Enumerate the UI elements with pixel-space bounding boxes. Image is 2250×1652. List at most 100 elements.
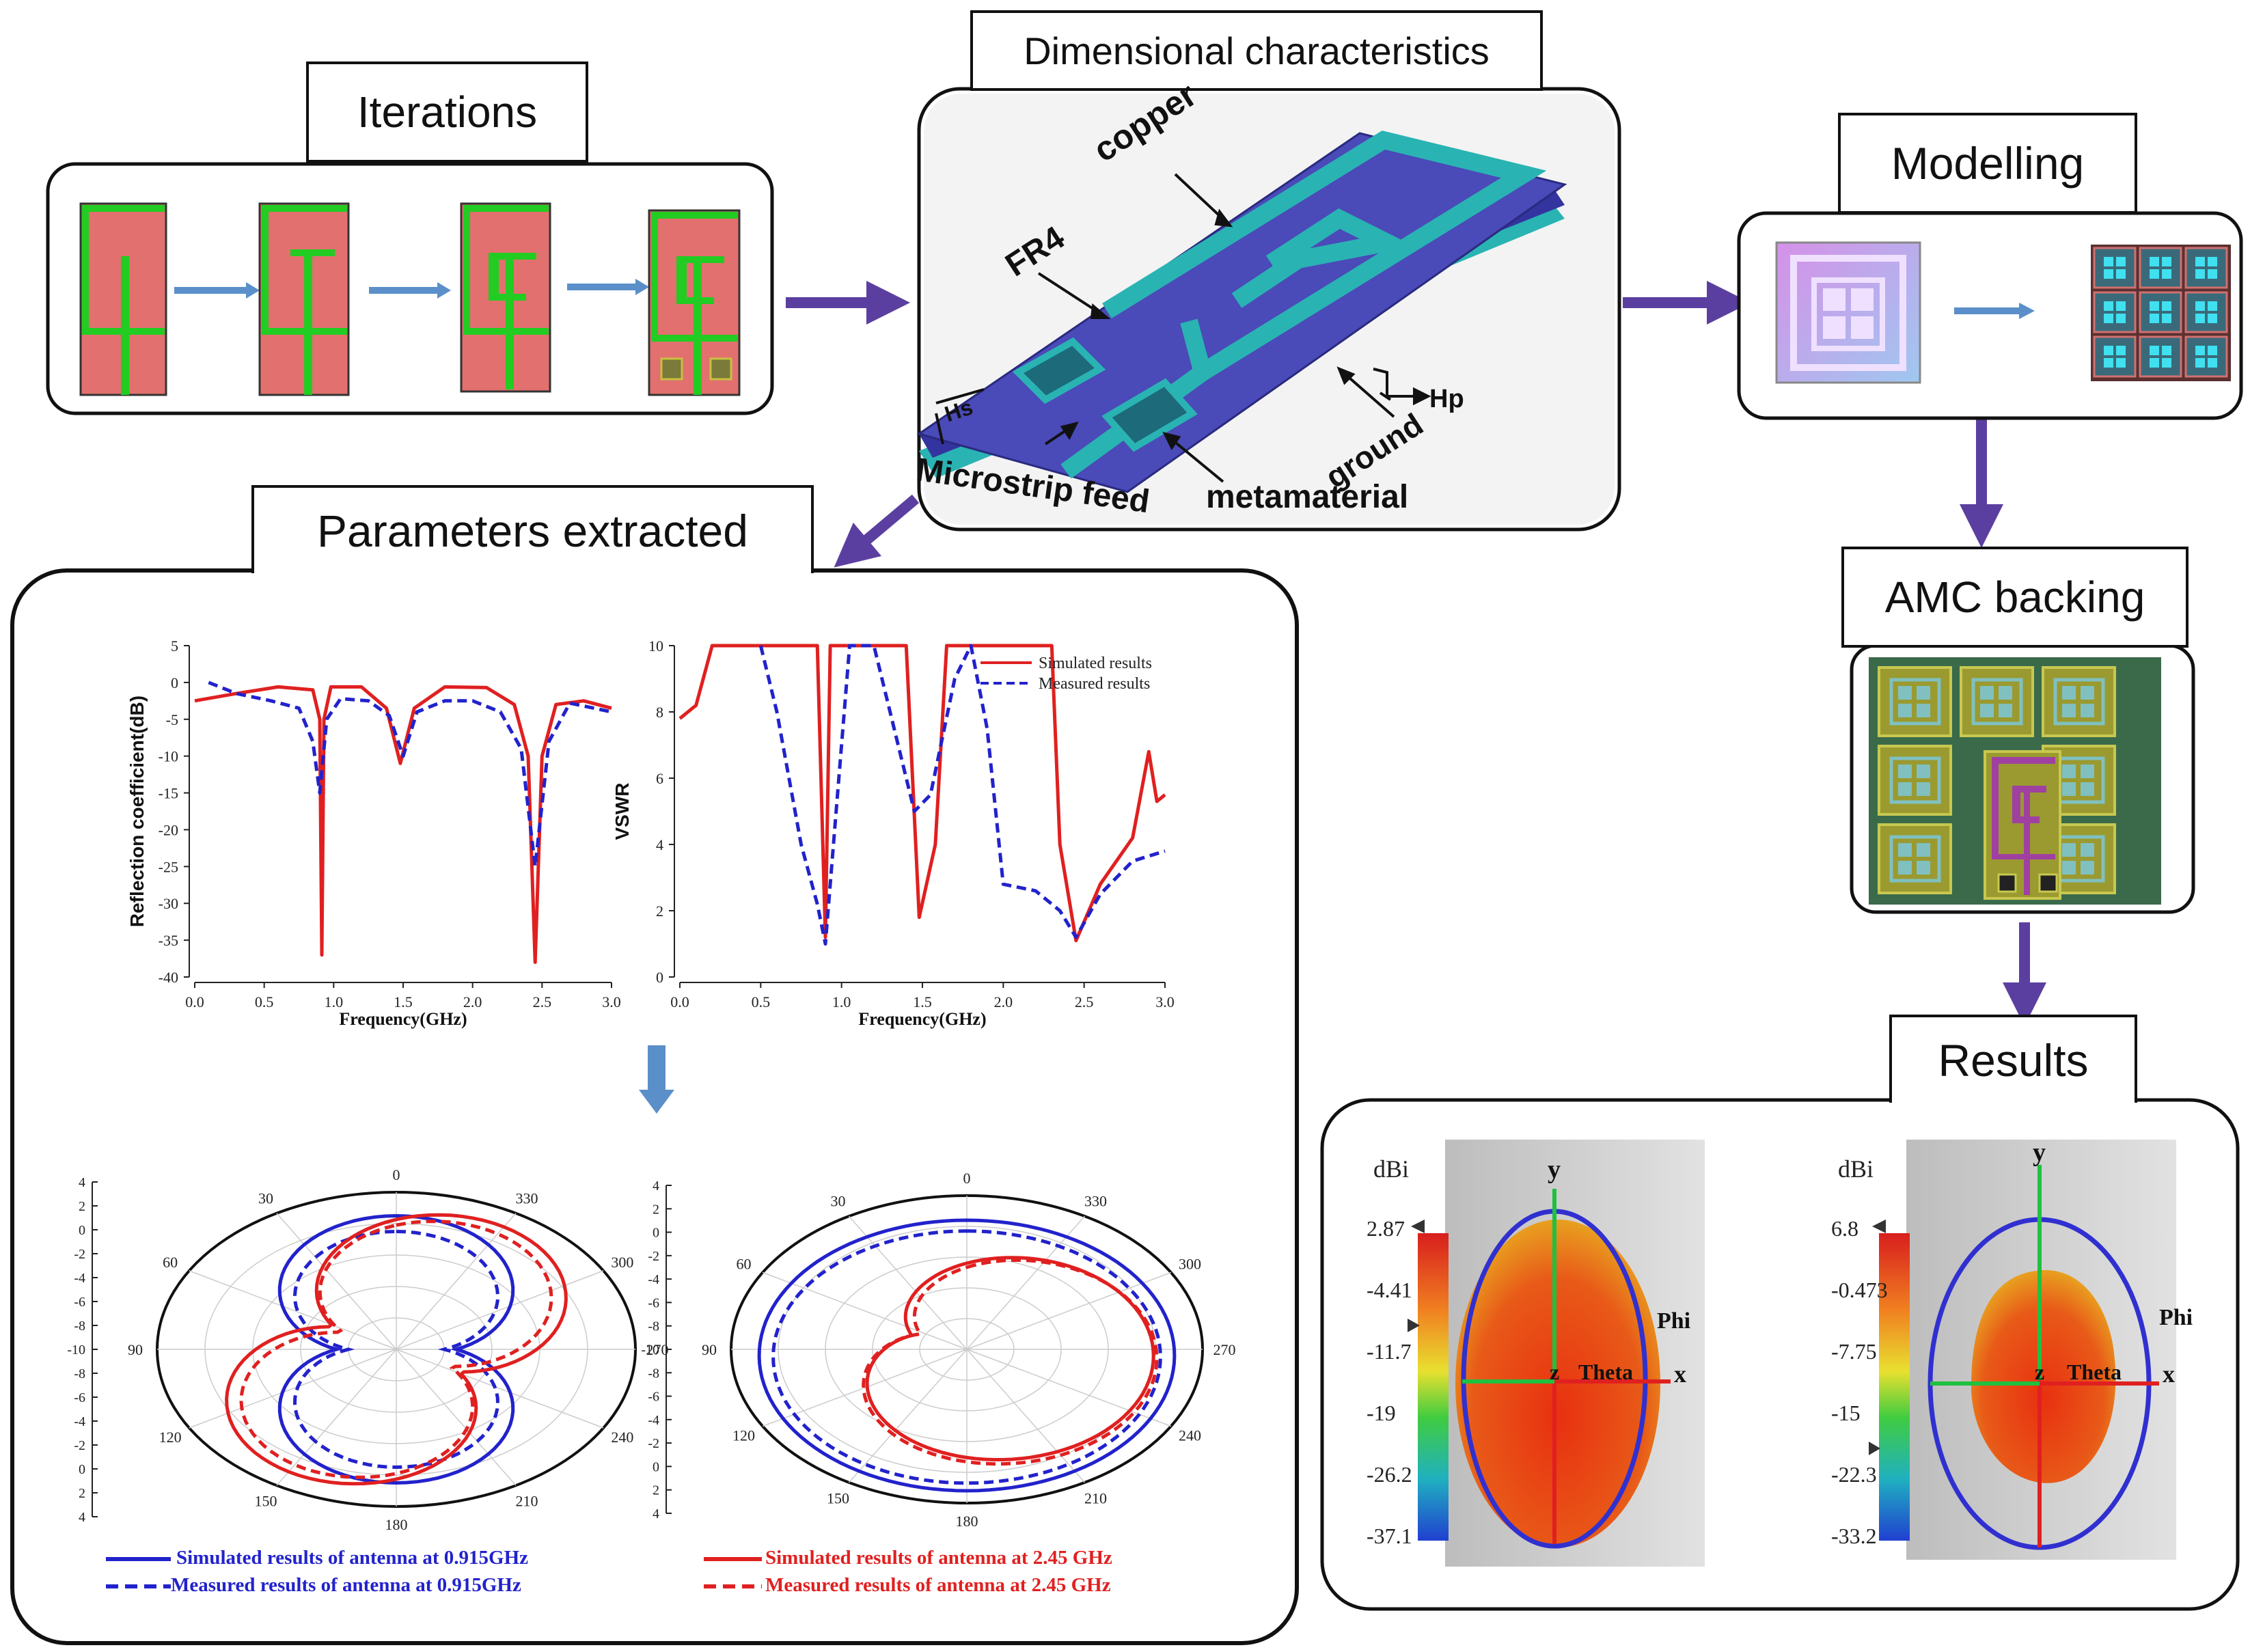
polar-spoke xyxy=(966,1215,1086,1350)
y-axis-label: VSWR xyxy=(612,783,633,840)
scale-label: -19 xyxy=(1367,1401,1396,1425)
legend-sim-0915: Simulated results of antenna at 0.915GHz xyxy=(176,1547,529,1569)
axis-x-left: x xyxy=(1674,1360,1686,1388)
polar-r-label: -6 xyxy=(74,1295,85,1310)
iteration-stage-1 xyxy=(79,202,167,396)
polar-r-label: -4 xyxy=(648,1413,659,1428)
polar-r-label: 4 xyxy=(79,1175,85,1190)
small-arrow-icon xyxy=(369,282,451,299)
polar-angle-label: 0 xyxy=(963,1170,971,1187)
results-title: Results xyxy=(1889,1015,2137,1103)
radiation-pattern-right xyxy=(1869,1140,2176,1560)
flow-arrows xyxy=(786,281,2046,1026)
polar-r-label: -4 xyxy=(74,1271,85,1286)
polar-r-label: -2 xyxy=(74,1247,85,1262)
scale-label: -33.2 xyxy=(1831,1524,1877,1548)
color-scale-bar xyxy=(1418,1233,1449,1541)
polar-spoke xyxy=(396,1213,517,1350)
polar-angle-label: 270 xyxy=(1213,1341,1236,1358)
polar-r-label: 2 xyxy=(653,1202,659,1217)
array-cell xyxy=(2139,247,2182,289)
polar-legend-lines xyxy=(106,1557,762,1588)
polar-r-label: 4 xyxy=(79,1510,85,1525)
phi-left: Phi xyxy=(1657,1308,1691,1334)
measured-245-pattern xyxy=(862,1258,1159,1466)
y-tick-label: -35 xyxy=(159,932,178,949)
radiation-pattern-left xyxy=(1408,1140,1705,1567)
flow-arrow-dimensional-to-parameters xyxy=(834,494,920,568)
polar-spoke xyxy=(276,1213,397,1350)
polar-spoke xyxy=(762,1349,968,1427)
polar-r-label: 2 xyxy=(79,1199,85,1214)
y-axis-label: Reflection coefficient(dB) xyxy=(126,696,148,927)
iteration-stage-2 xyxy=(258,202,350,396)
theta-left: Theta xyxy=(1578,1360,1633,1384)
polar-angle-label: 30 xyxy=(831,1193,846,1210)
polar-spoke xyxy=(848,1349,968,1483)
polar-angle-label: 60 xyxy=(163,1254,178,1271)
array-cell xyxy=(2093,247,2137,289)
y-tick-label: 0 xyxy=(656,969,663,986)
polar-angle-label: 300 xyxy=(1179,1256,1201,1273)
y-tick-label: -10 xyxy=(159,748,178,765)
polar-spoke xyxy=(966,1349,1172,1427)
polar-angle-label: 150 xyxy=(827,1489,849,1506)
scale-label: 2.87 xyxy=(1367,1216,1405,1241)
polar-spoke xyxy=(966,1349,1086,1483)
metamaterial-cells xyxy=(1012,337,1198,452)
axis-x-right: x xyxy=(2163,1360,2175,1388)
polar-r-label: 4 xyxy=(653,1506,659,1522)
measured-series-line xyxy=(758,644,1166,946)
amc-cell xyxy=(2042,666,2116,737)
array-cell xyxy=(2139,335,2182,378)
y-tick-label: -20 xyxy=(159,821,178,838)
polar-angle-label: 270 xyxy=(646,1341,669,1358)
polar-r-label: 0 xyxy=(79,1223,85,1238)
y-tick-label: 8 xyxy=(656,704,663,721)
polar-spoke xyxy=(189,1270,397,1350)
x-axis-label: Frequency(GHz) xyxy=(858,1009,986,1029)
polar-r-label: 4 xyxy=(653,1179,659,1194)
amc-array xyxy=(1869,657,2161,905)
axis-z-left: z xyxy=(1550,1360,1560,1384)
polar-r-label: -6 xyxy=(74,1390,85,1405)
small-arrow-icon xyxy=(567,279,649,295)
polar-r-label: -8 xyxy=(74,1319,85,1334)
x-tick-label: 2.5 xyxy=(533,993,552,1010)
array-cell xyxy=(2184,335,2228,378)
modelling-title: Modelling xyxy=(1838,113,2137,214)
small-arrow-icon xyxy=(639,1045,674,1114)
polar-angle-label: 240 xyxy=(1179,1427,1201,1444)
polar-r-label: -2 xyxy=(74,1438,85,1453)
simulated-245-pattern xyxy=(225,1213,568,1486)
phi-right: Phi xyxy=(2159,1305,2193,1330)
polar-r-label: -6 xyxy=(648,1390,659,1405)
polar-chart-245: 0306090120150180210240270300330420-2-4-6… xyxy=(641,1170,1235,1530)
small-arrow-icon xyxy=(174,282,260,299)
polar-chart-0915: 0306090120150180210240270300330420-2-4-6… xyxy=(67,1166,668,1533)
scale-label: -15 xyxy=(1831,1401,1861,1425)
x-tick-label: 1.0 xyxy=(325,993,344,1010)
polar-angle-label: 240 xyxy=(611,1429,633,1446)
polar-angle-label: 180 xyxy=(956,1513,978,1530)
polar-spoke xyxy=(966,1271,1172,1350)
hp-label: Hp xyxy=(1429,385,1464,413)
amc-title-text: AMC backing xyxy=(1884,573,2145,622)
amc-title: AMC backing xyxy=(1841,547,2189,648)
x-tick-label: 2.0 xyxy=(994,993,1013,1010)
axis-y-right: y xyxy=(2033,1138,2046,1167)
x-tick-label: 0.0 xyxy=(670,993,689,1010)
x-tick-label: 1.5 xyxy=(394,993,413,1010)
polar-spoke xyxy=(848,1215,968,1350)
polar-angle-label: 150 xyxy=(255,1493,277,1510)
y-tick-label: -5 xyxy=(166,711,178,728)
y-tick-label: -15 xyxy=(159,785,178,802)
polar-angle-label: 120 xyxy=(159,1429,182,1446)
simulated-0915-pattern xyxy=(277,1214,515,1485)
polar-angle-label: 90 xyxy=(128,1341,143,1358)
iteration-stages xyxy=(79,202,741,396)
dbi-label-left: dBi xyxy=(1373,1155,1410,1183)
plot-area xyxy=(680,646,1165,977)
polar-r-label: -8 xyxy=(74,1366,85,1381)
legend-entry: Measured results xyxy=(1039,675,1150,693)
